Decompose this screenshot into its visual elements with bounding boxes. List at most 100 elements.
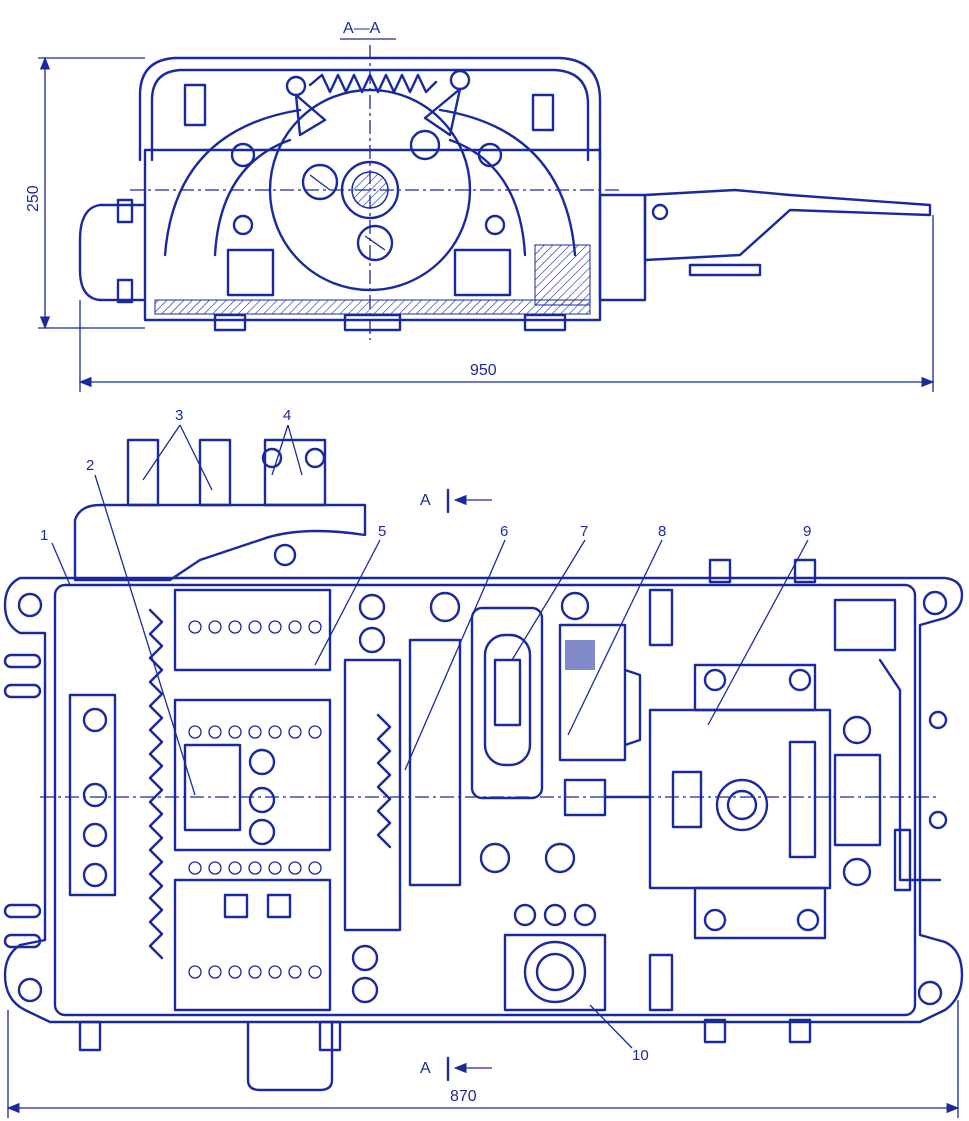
flange-bolt-4 xyxy=(796,908,820,932)
terminal-left xyxy=(183,83,207,127)
pivot-left-lower xyxy=(232,214,254,236)
arm-arc-right xyxy=(438,108,577,257)
dim-height-label: 250 xyxy=(25,185,42,212)
callout-10: 10 xyxy=(589,1004,649,1064)
gear-10-c xyxy=(573,903,597,927)
contact-block-left xyxy=(226,248,275,297)
svg-text:10: 10 xyxy=(632,1047,649,1064)
drum-roller-1 xyxy=(301,163,339,201)
svg-text:5: 5 xyxy=(378,523,386,540)
coil-core xyxy=(183,743,242,832)
bolt-col-4 xyxy=(351,976,379,1004)
mount-hole-bl xyxy=(17,977,43,1003)
return-spring-2 xyxy=(148,608,164,960)
svg-text:8: 8 xyxy=(658,523,666,540)
right-switch-knob-bottom xyxy=(842,857,872,887)
motor-shaft-9 xyxy=(715,778,769,832)
motor-flange-top xyxy=(693,663,817,712)
right-switch-knob-top xyxy=(842,715,872,745)
pivot-right-lower xyxy=(484,214,506,236)
callout-1: 1 xyxy=(40,527,71,586)
arm-arc-left xyxy=(163,108,302,257)
cam-bolt-top xyxy=(560,591,590,621)
drum-side xyxy=(408,638,462,887)
cam-housing-7 xyxy=(470,606,544,800)
gear-10-a xyxy=(513,903,537,927)
bolt-col-1 xyxy=(358,593,386,621)
cam-bolt-bottom-right xyxy=(544,842,576,874)
pedal-mount xyxy=(598,193,647,302)
pedal-linkage xyxy=(688,263,762,277)
motor-rotor-10-inner xyxy=(535,952,575,992)
spring-6 xyxy=(376,713,392,849)
callout-3: 3 xyxy=(142,407,213,491)
svg-text:2: 2 xyxy=(86,457,94,474)
coil-bolt-3 xyxy=(248,818,276,846)
right-side-pin xyxy=(928,710,948,730)
housing-floor-hatch xyxy=(154,299,591,315)
bolt-col-3 xyxy=(351,944,379,972)
drum-bearing xyxy=(429,591,461,623)
svg-text:6: 6 xyxy=(500,523,508,540)
foot-right xyxy=(523,313,567,332)
section-mark-top-label: A xyxy=(420,492,431,509)
bottom-bolt-1 xyxy=(703,1018,727,1044)
contact-block-right xyxy=(453,248,512,297)
strip-bolt-4 xyxy=(82,862,108,888)
cam-slot-7 xyxy=(483,633,532,767)
section-view: A—A xyxy=(25,20,935,392)
roller-hatch xyxy=(309,174,386,251)
contact-group-lower xyxy=(173,878,332,1012)
flange-bolt-1 xyxy=(703,668,727,692)
plan-view: A A 870 1 2 3 4 5 xyxy=(3,407,964,1118)
mount-hole-br xyxy=(917,980,943,1006)
callout-2: 2 xyxy=(86,457,196,796)
cover-bolt xyxy=(273,543,297,567)
svg-text:7: 7 xyxy=(580,523,588,540)
motor-left xyxy=(78,203,147,302)
connector-4 xyxy=(263,438,327,507)
gear-assembly-8 xyxy=(558,623,627,762)
motor-terminal-9 xyxy=(788,740,817,859)
right-wire xyxy=(878,658,942,882)
pedal-pivot xyxy=(651,203,669,221)
svg-text:3: 3 xyxy=(175,407,183,424)
contact-screws-upper xyxy=(188,620,322,634)
flange-bolt-3 xyxy=(703,908,727,932)
connector-3b xyxy=(198,438,232,507)
callout-7: 7 xyxy=(511,523,588,661)
motor-housing-9 xyxy=(648,708,832,890)
housing-cover xyxy=(138,56,602,162)
strip-bolt-2 xyxy=(82,782,108,808)
lever-right xyxy=(423,87,462,137)
dim-top-length-label: 950 xyxy=(470,362,497,379)
left-terminal-strip xyxy=(68,693,117,897)
coil-bolt-2 xyxy=(248,786,276,814)
connector-3a xyxy=(126,438,160,507)
top-bolt-2 xyxy=(793,558,817,584)
bottom-bolt-left xyxy=(78,1020,102,1052)
bolt-col-2 xyxy=(358,626,386,654)
side-lug-1 xyxy=(3,653,42,669)
motor-rotor-10 xyxy=(523,940,587,1004)
standoff-bottom xyxy=(648,953,674,1012)
svg-text:9: 9 xyxy=(803,523,811,540)
drum-roller-2 xyxy=(356,224,394,262)
mount-hole-tr xyxy=(922,590,948,616)
top-bolt-1 xyxy=(708,558,732,584)
spring-pin-right xyxy=(449,69,471,91)
motor-plate-9 xyxy=(671,770,703,829)
side-lug-2 xyxy=(3,683,42,699)
spring-pin-left xyxy=(285,75,307,97)
section-mark-bottom-label: A xyxy=(420,1060,431,1077)
flange-bolt-2 xyxy=(788,668,812,692)
right-side-pin-2 xyxy=(928,810,948,830)
callout-6: 6 xyxy=(404,523,508,771)
arm-arc-left-inner xyxy=(213,138,292,257)
side-lug-4 xyxy=(3,933,42,949)
top-connector-block xyxy=(73,503,367,582)
right-switch xyxy=(833,753,882,847)
arm-arc-right-inner xyxy=(448,138,527,257)
right-small-spring xyxy=(893,828,912,892)
